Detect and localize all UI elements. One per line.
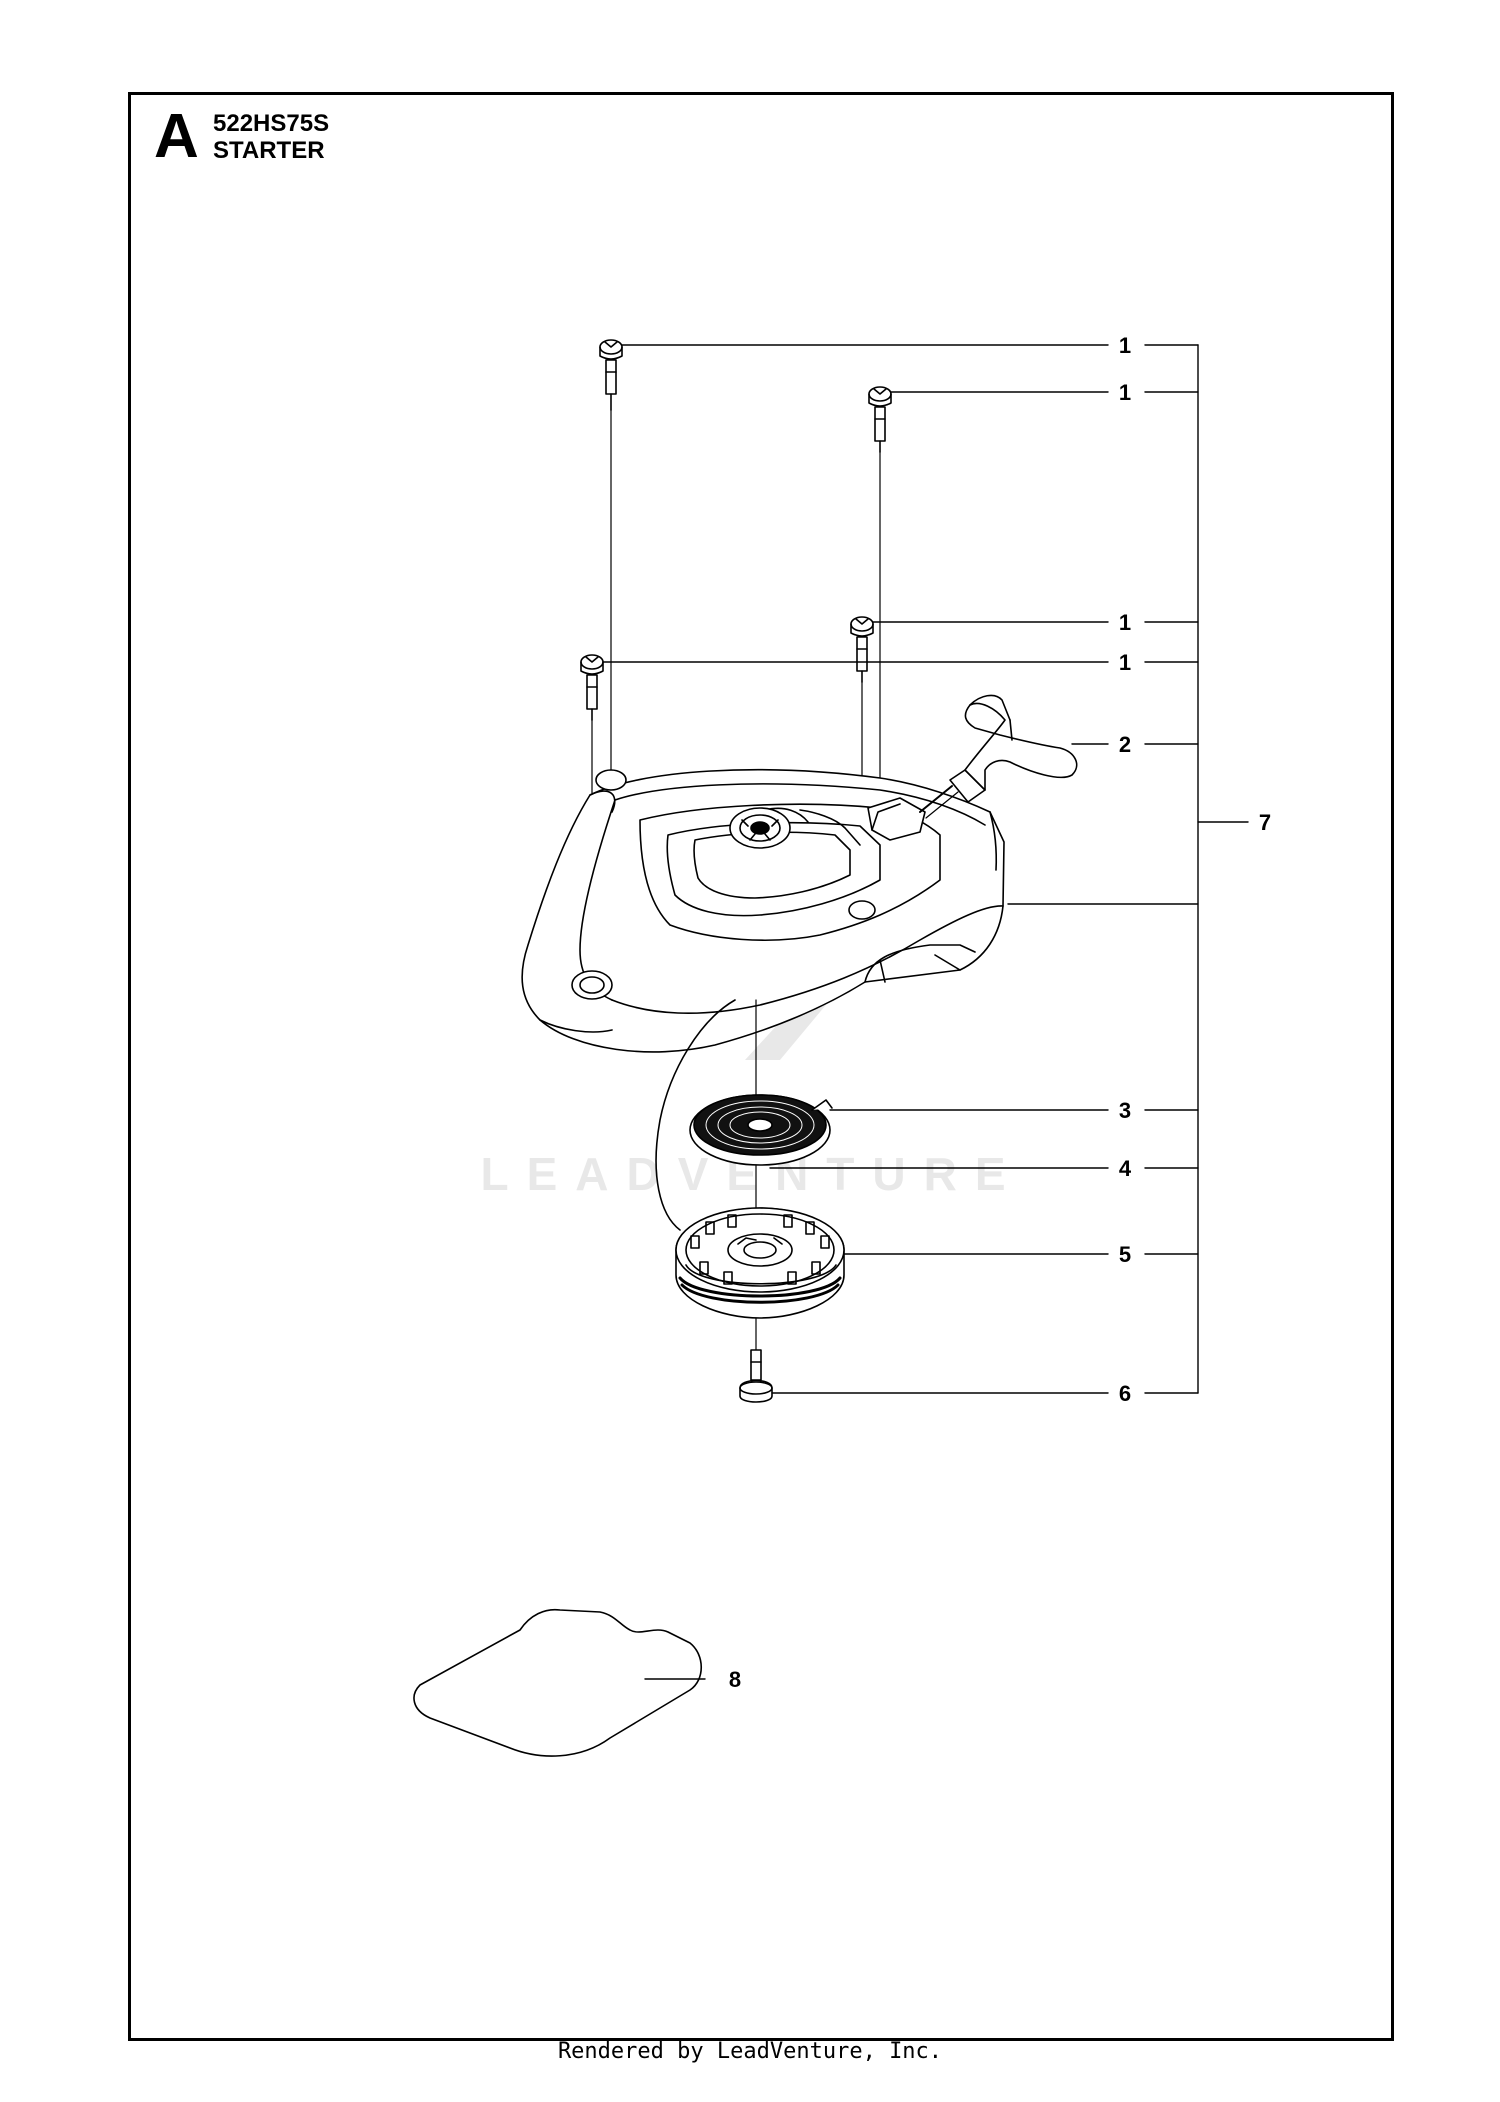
model-number: 522HS75S <box>213 110 330 137</box>
diagram-frame <box>128 92 1394 2041</box>
model-header: 522HS75S STARTER <box>213 110 329 164</box>
callout-1-c: 1 <box>1119 610 1131 635</box>
callout-1-b: 1 <box>1119 380 1131 405</box>
callout-1-d: 1 <box>1119 650 1131 675</box>
center-screw <box>739 1349 773 1403</box>
starter-handle <box>919 694 1078 819</box>
callout-labels: 1 1 1 1 2 3 4 5 6 7 8 <box>729 333 1271 1692</box>
recoil-spring <box>689 1094 833 1166</box>
callout-6: 6 <box>1119 1381 1131 1406</box>
rope-pulley <box>675 1207 845 1319</box>
leader-lines <box>602 344 1249 1680</box>
callout-8: 8 <box>729 1667 741 1692</box>
section-title: STARTER <box>213 137 325 164</box>
callout-1-a: 1 <box>1119 333 1131 358</box>
starter-housing <box>521 768 1005 1053</box>
screw-top-left <box>599 339 623 411</box>
footer-credit: Rendered by LeadVenture, Inc. <box>557 2039 943 2064</box>
callout-2: 2 <box>1119 732 1131 757</box>
rope-guide <box>867 797 926 841</box>
starter-rope <box>655 999 757 1231</box>
callout-3: 3 <box>1119 1098 1131 1123</box>
callout-5: 5 <box>1119 1242 1131 1267</box>
screw-mid-right <box>850 616 874 683</box>
decal <box>413 1608 703 1757</box>
housing-center-hub <box>729 807 791 849</box>
screw-top-right <box>868 386 892 453</box>
callout-4: 4 <box>1119 1156 1132 1181</box>
pulley-notches <box>690 1214 830 1285</box>
section-letter: A <box>154 102 199 171</box>
screw-mid-left <box>580 654 604 721</box>
callout-7: 7 <box>1259 810 1271 835</box>
